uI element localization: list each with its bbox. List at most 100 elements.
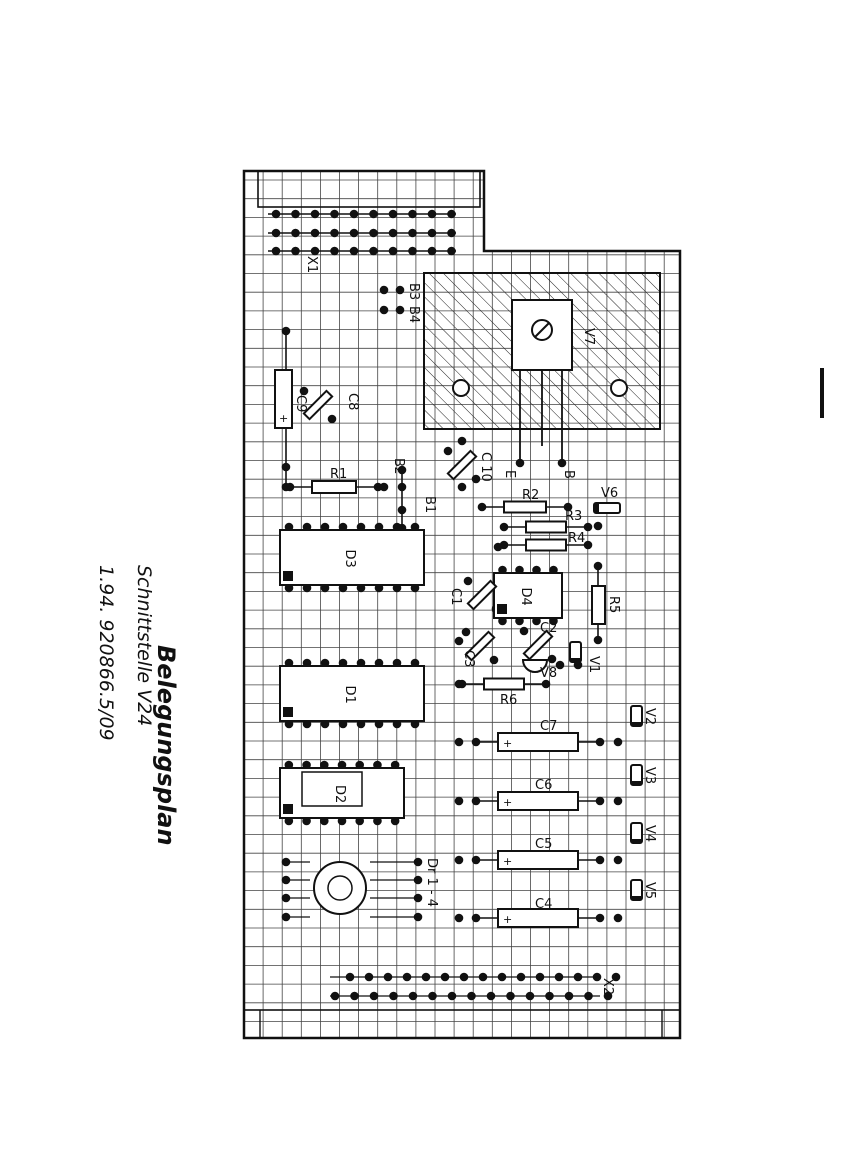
solder-pad <box>489 655 499 665</box>
screw-slot <box>534 322 550 338</box>
solder-pad <box>395 305 405 315</box>
round-socket <box>313 861 367 915</box>
capacitor-c6-plus: + <box>503 796 512 809</box>
resistor-r3-label: R3 <box>565 509 582 524</box>
solder-pad <box>519 626 529 636</box>
capacitor-c8-label: C8 <box>345 393 360 410</box>
capacitor-c5-plus: + <box>503 855 512 868</box>
diode-v8-label: V8 <box>540 666 557 681</box>
bridge-b1-label: B1 <box>422 496 437 513</box>
ic-d2-body <box>279 767 405 819</box>
regulator-pin-b: B <box>561 470 576 479</box>
ic-d1-body <box>279 665 425 722</box>
bridge-b4-label: B4 <box>406 306 421 323</box>
solder-pad <box>471 474 481 484</box>
diode-v6-band <box>594 503 599 513</box>
connector-x2-label: X2 <box>600 978 615 995</box>
solder-pad <box>593 521 603 531</box>
solder-pad <box>457 436 467 446</box>
dr-label: Dr 1 - 4 <box>424 858 439 907</box>
capacitor-c10-body <box>446 449 478 481</box>
ic-d2-label: D2 <box>332 785 347 803</box>
solder-pad <box>299 386 309 396</box>
capacitor-c7-body <box>497 732 579 752</box>
capacitor-c1-body <box>466 579 498 611</box>
regulator-pin-e: E <box>502 470 517 478</box>
capacitor-c2-label: C2 <box>540 621 557 636</box>
capacitor-c5-label: C5 <box>535 837 552 852</box>
solder-pad <box>555 660 565 670</box>
pads-layer <box>268 209 623 1001</box>
solder-pad <box>379 482 389 492</box>
solder-pad <box>454 855 464 865</box>
resistor-r4-body <box>525 538 567 552</box>
margin-mark <box>820 368 824 418</box>
heatsink-hole-left <box>452 379 470 397</box>
solder-pad <box>454 679 464 689</box>
bridge-b3-label: B3 <box>406 283 421 300</box>
resistor-r2-body <box>503 500 547 514</box>
capacitor-c4-plus: + <box>503 913 512 926</box>
resistor-r4-label: R4 <box>568 531 585 546</box>
solder-pad <box>557 458 567 468</box>
solder-pad <box>493 542 503 552</box>
capacitor-c9-label: C9 <box>293 395 308 412</box>
capacitor-c9-plus: + <box>279 412 288 425</box>
capacitor-c10-label: C 10 <box>478 452 493 482</box>
capacitor-c7-plus: + <box>503 737 512 750</box>
solder-pad <box>463 576 473 586</box>
title-block-title: Belegungsplan <box>152 645 180 846</box>
ic-d1-pin1-marker <box>283 707 293 717</box>
ic-d2-pin1-marker <box>283 804 293 814</box>
ic-d2-socket <box>301 771 363 807</box>
capacitor-c4-body <box>497 908 579 928</box>
ic-d4-label: D4 <box>518 588 533 606</box>
ic-d3-pin1-marker <box>283 571 293 581</box>
solder-pad <box>454 796 464 806</box>
diode-v4-band <box>632 839 641 843</box>
solder-pad <box>379 305 389 315</box>
solder-pad <box>515 458 525 468</box>
diode-v1-band <box>571 658 580 662</box>
capacitor-c3-body <box>464 630 496 662</box>
capacitor-c6-label: C6 <box>535 778 552 793</box>
capacitor-c9-body <box>274 369 293 429</box>
capacitor-c8-body <box>302 389 334 421</box>
resistor-r6-body <box>483 677 525 691</box>
heatsink-hole-right <box>610 379 628 397</box>
diode-v8-body <box>521 659 549 673</box>
solder-pad <box>457 482 467 492</box>
ic-d3-label: D3 <box>342 550 357 568</box>
diode-v2-band <box>632 722 641 726</box>
capacitor-c2-body <box>522 629 554 661</box>
solder-pad <box>547 654 557 664</box>
bridge-bz-label: Bz <box>391 458 406 474</box>
solder-pad <box>454 737 464 747</box>
solder-pad <box>613 737 623 747</box>
resistor-r3-body <box>525 520 567 534</box>
resistor-r2-label: R2 <box>522 488 539 503</box>
resistor-r1-body <box>311 480 357 494</box>
solder-pad <box>454 913 464 923</box>
solder-pad <box>613 855 623 865</box>
solder-pad <box>603 991 613 1001</box>
solder-pad <box>454 636 464 646</box>
diode-v5-label: V5 <box>642 882 657 899</box>
ic-d4-pin1-marker <box>497 604 507 614</box>
diode-v6-label: V6 <box>601 486 618 501</box>
capacitor-c5-body <box>497 850 579 870</box>
title-block-subtitle: Schnittstelle V24 <box>133 565 155 726</box>
solder-pad <box>395 285 405 295</box>
resistor-r1-label: R1 <box>330 467 347 482</box>
capacitor-c1-label: C1 <box>448 588 463 605</box>
round-socket-inner <box>327 875 353 901</box>
solder-pad <box>613 796 623 806</box>
bottom-connector-frame <box>243 1009 681 1039</box>
diode-v3-label: V3 <box>642 767 657 784</box>
capacitor-c3-label: C3 <box>461 650 476 667</box>
title-block-drawing-number: 1.94. 920866.5/09 <box>95 565 117 741</box>
diode-v2-label: V2 <box>642 708 657 725</box>
solder-pad <box>379 285 389 295</box>
capacitor-c4-label: C4 <box>535 897 552 912</box>
